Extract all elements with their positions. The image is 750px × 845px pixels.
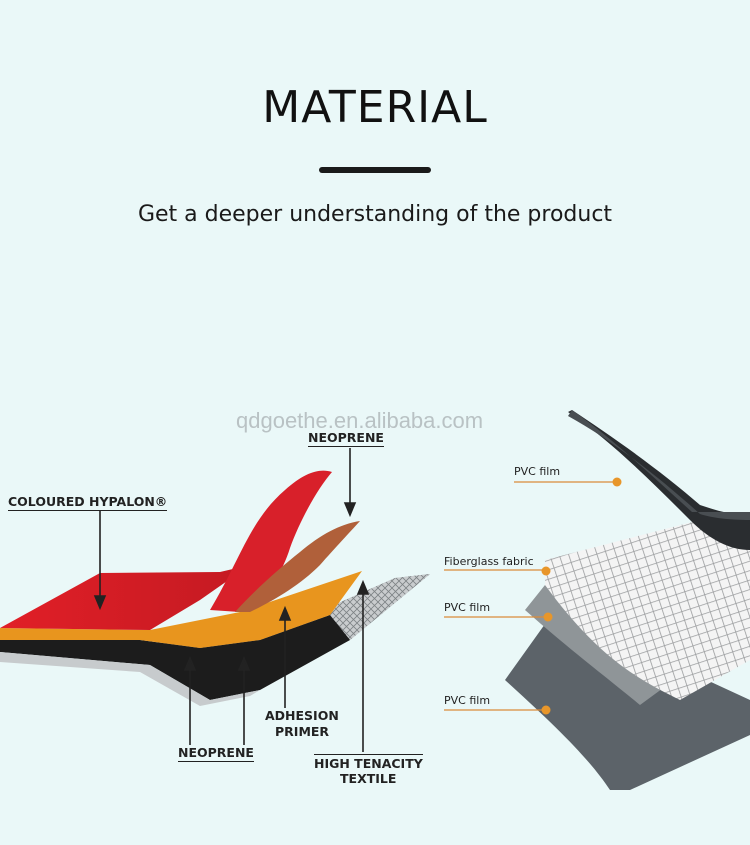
page-title: MATERIAL bbox=[262, 82, 488, 133]
label-primer: PRIMER bbox=[275, 724, 330, 739]
hypalon-curl bbox=[210, 470, 332, 612]
label-coloured-hypalon: COLOURED HYPALON® bbox=[8, 494, 168, 511]
label-high-tenacity: HIGH TENACITY bbox=[314, 754, 423, 771]
fiberglass-grid bbox=[545, 520, 750, 700]
neoprene-curl bbox=[235, 521, 360, 612]
label-pvc-middle: PVC film bbox=[444, 601, 491, 614]
label-neoprene-top: NEOPRENE bbox=[308, 430, 384, 447]
pvc-bottom-sheet bbox=[505, 610, 750, 790]
label-pvc-bottom: PVC film bbox=[444, 694, 491, 707]
adhesion-layer bbox=[0, 571, 362, 648]
label-textile: TEXTILE bbox=[340, 771, 397, 786]
label-pvc-top: PVC film bbox=[514, 465, 561, 478]
page-subtitle: Get a deeper understanding of the produc… bbox=[137, 202, 613, 227]
watermark-text: qdgoethe.en.alibaba.com bbox=[236, 408, 484, 433]
pvc-layer-stack bbox=[505, 410, 750, 790]
label-fiberglass: Fiberglass fabric bbox=[444, 555, 534, 568]
title-underline bbox=[319, 167, 431, 173]
hypalon-sheet bbox=[0, 565, 250, 630]
label-adhesion: ADHESION bbox=[265, 708, 339, 723]
label-neoprene-bottom: NEOPRENE bbox=[178, 745, 254, 762]
neoprene-layer bbox=[0, 615, 350, 700]
hypalon-layer-stack bbox=[0, 470, 430, 706]
